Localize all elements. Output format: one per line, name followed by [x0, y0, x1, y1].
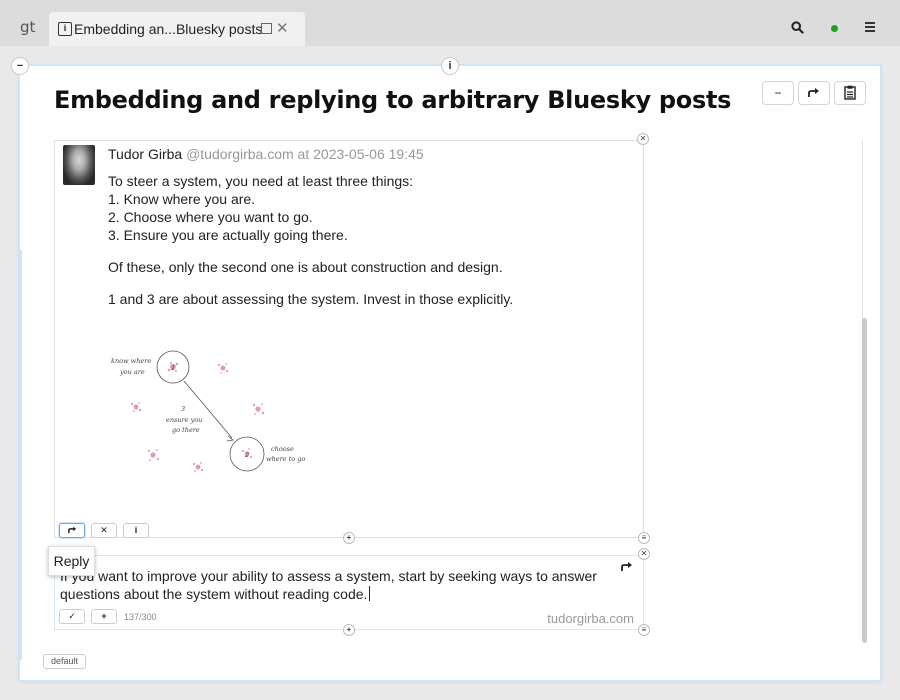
accept-reply-button[interactable]: ✓ — [59, 609, 85, 624]
sketch-know-where: know where — [111, 357, 151, 365]
clipboard-icon — [844, 85, 856, 100]
sketch-go-there: go there — [172, 426, 200, 434]
post-paragraph-2: Of these, only the second one is about c… — [108, 259, 503, 275]
reply-menu-icon[interactable]: ≡ — [638, 624, 650, 636]
tab-title: Embedding an...Bluesky posts — [74, 21, 263, 37]
vertical-scrollbar[interactable] — [862, 318, 867, 643]
sketch-ensure-you: ensure you — [166, 416, 202, 424]
sketch-num-1: 1 — [171, 364, 175, 372]
sketch-you-are: you are — [119, 368, 145, 376]
reply-tooltip: Reply — [48, 546, 95, 576]
reply-editor[interactable]: If you want to improve your ability to a… — [54, 555, 644, 630]
top-bar: gt i Embedding an...Bluesky posts ✕ — [0, 0, 900, 46]
text-caret — [369, 586, 371, 601]
maximize-icon[interactable] — [261, 23, 272, 34]
reply-text-input[interactable]: If you want to improve your ability to a… — [60, 568, 597, 602]
collapse-pane-button[interactable]: − — [11, 57, 29, 75]
status-indicator — [831, 25, 838, 32]
sketch-choose: choose — [271, 445, 294, 453]
default-tag[interactable]: default — [43, 654, 87, 669]
pane-edge — [20, 250, 22, 660]
close-icon: ✕ — [100, 525, 108, 535]
sketch-num-3: 3 — [181, 405, 185, 413]
tab-embedding-bluesky[interactable]: i Embedding an...Bluesky posts ✕ — [49, 12, 305, 46]
page-title: Embedding and replying to arbitrary Blue… — [54, 86, 732, 114]
sketch-where-to-go: where to go — [266, 455, 305, 463]
clipboard-button[interactable] — [834, 81, 866, 105]
post-menu-icon[interactable]: ≡ — [638, 532, 650, 544]
reply-arrow-icon — [67, 526, 76, 534]
send-reply-icon[interactable] — [621, 561, 633, 572]
share-button[interactable] — [798, 81, 830, 105]
minimize-button[interactable]: − — [762, 81, 794, 105]
plus-icon: + — [101, 611, 107, 621]
gt-logo[interactable]: gt — [20, 18, 36, 36]
info-icon: i — [134, 525, 138, 535]
post-paragraph-1: To steer a system, you need at least thr… — [108, 173, 414, 243]
post-body: To steer a system, you need at least thr… — [108, 172, 628, 322]
pane-info-button[interactable]: i — [441, 57, 459, 75]
share-arrow-icon — [808, 88, 819, 97]
hamburger-icon[interactable] — [865, 22, 875, 34]
post-image-sketch: know where you are 1 3 ensure you go the… — [111, 350, 305, 472]
character-counter: 137/300 — [124, 612, 157, 622]
add-below-reply-icon[interactable]: + — [343, 624, 355, 636]
check-icon: ✓ — [68, 611, 76, 621]
minus-icon: − — [774, 86, 782, 100]
sketch-num-2: 2 — [244, 451, 249, 459]
author-meta: @tudorgirba.com at 2023-05-06 19:45 — [186, 146, 424, 162]
post-close-icon[interactable]: ✕ — [637, 133, 649, 145]
author-name[interactable]: Tudor Girba — [108, 146, 183, 162]
bluesky-post-card: Tudor Girba @tudorgirba.com at 2023-05-0… — [54, 140, 644, 538]
post-paragraph-3: 1 and 3 are about assessing the system. … — [108, 291, 514, 307]
reply-account-handle: tudorgirba.com — [547, 611, 634, 626]
close-tab-icon[interactable]: ✕ — [276, 20, 289, 37]
avatar — [63, 145, 95, 185]
scroll-track — [862, 140, 863, 320]
search-icon[interactable] — [791, 21, 804, 34]
info-button[interactable]: i — [123, 523, 149, 538]
add-item-button[interactable]: + — [91, 609, 117, 624]
info-page-icon: i — [58, 22, 72, 36]
remove-button[interactable]: ✕ — [91, 523, 117, 538]
reply-button[interactable] — [59, 523, 85, 538]
post-author: Tudor Girba @tudorgirba.com at 2023-05-0… — [108, 146, 424, 162]
reply-close-icon[interactable]: ✕ — [638, 548, 650, 560]
add-below-post-icon[interactable]: + — [343, 532, 355, 544]
